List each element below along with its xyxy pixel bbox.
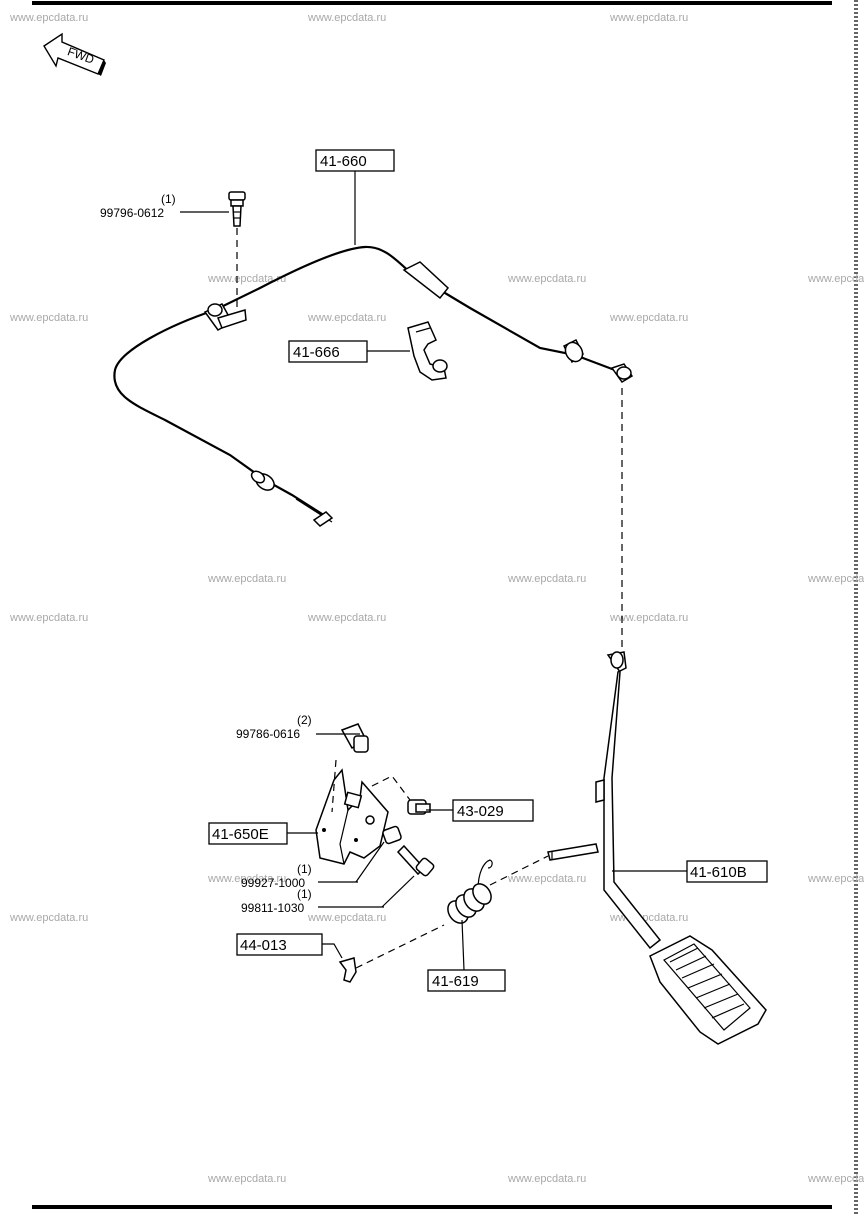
- watermark: www.epcdata.ru: [207, 1173, 286, 1185]
- watermark: www.epcdata.ru: [609, 612, 688, 624]
- watermark: www.epcdata.ru: [807, 573, 864, 585]
- callout-41-619: 41-619: [432, 973, 479, 990]
- pedal-nut-qty: (1): [297, 862, 312, 876]
- watermark: www.epcdata.ru: [207, 873, 286, 885]
- spring-alignment-line: [489, 855, 549, 886]
- watermark: www.epcdata.ru: [507, 273, 586, 285]
- callout-41-660: 41-660: [320, 153, 367, 170]
- cable-bolt-part: 99796-0612: [100, 206, 164, 220]
- watermark: www.epcdata.ru: [307, 312, 386, 324]
- cable-bolt-qty: (1): [161, 192, 176, 206]
- cable-bolt: [228, 191, 246, 308]
- watermarks: www.epcdata.ru www.epcdata.ru www.epcdat…: [9, 12, 864, 1185]
- watermark: www.epcdata.ru: [9, 912, 88, 924]
- watermark: www.epcdata.ru: [307, 12, 386, 24]
- pedal-bolt-part: 99811-1030: [241, 901, 304, 915]
- watermark: www.epcdata.ru: [609, 12, 688, 24]
- callout-41-610b: 41-610B: [690, 864, 747, 881]
- callout-41-666: 41-666: [293, 344, 340, 361]
- watermark: www.epcdata.ru: [507, 873, 586, 885]
- bracket-nut: [371, 775, 431, 815]
- callout-41-650e: 41-650E: [212, 826, 269, 843]
- callout-43-029: 43-029: [457, 803, 504, 820]
- watermark: www.epcdata.ru: [9, 12, 88, 24]
- accelerator-cable: [113, 245, 634, 527]
- return-spring: [447, 859, 493, 971]
- bracket-bolt-qty: (2): [297, 713, 312, 727]
- spring-alignment-line: [355, 924, 445, 969]
- watermark: www.epcdata.ru: [807, 1173, 864, 1185]
- pedal-bolt: [381, 844, 435, 908]
- pedal-bracket: [315, 768, 389, 865]
- pedal-nut-part: 99927-1000: [241, 876, 305, 890]
- retaining-clip: [338, 957, 357, 983]
- bracket-bolt: [331, 723, 369, 813]
- fwd-arrow-icon: FWD: [43, 32, 106, 76]
- watermark: www.epcdata.ru: [507, 1173, 586, 1185]
- watermark: www.epcdata.ru: [307, 612, 386, 624]
- watermark: www.epcdata.ru: [507, 573, 586, 585]
- callout-44-013: 44-013: [240, 937, 287, 954]
- accelerator-pedal: [547, 651, 767, 1045]
- pedal-nut: [355, 825, 402, 883]
- cable-clip: [407, 321, 448, 381]
- watermark: www.epcdata.ru: [9, 612, 88, 624]
- watermark: www.epcdata.ru: [307, 912, 386, 924]
- watermark: www.epcdata.ru: [609, 912, 688, 924]
- leader-line: [322, 943, 343, 959]
- pedal-bolt-qty: (1): [297, 887, 312, 901]
- watermark: www.epcdata.ru: [9, 312, 88, 324]
- watermark: www.epcdata.ru: [207, 573, 286, 585]
- bracket-bolt-part: 99786-0616: [236, 727, 300, 741]
- callout-box: [427, 969, 506, 992]
- watermark: www.epcdata.ru: [807, 273, 864, 285]
- watermark: www.epcdata.ru: [807, 873, 864, 885]
- watermark: www.epcdata.ru: [207, 273, 286, 285]
- watermark: www.epcdata.ru: [609, 312, 688, 324]
